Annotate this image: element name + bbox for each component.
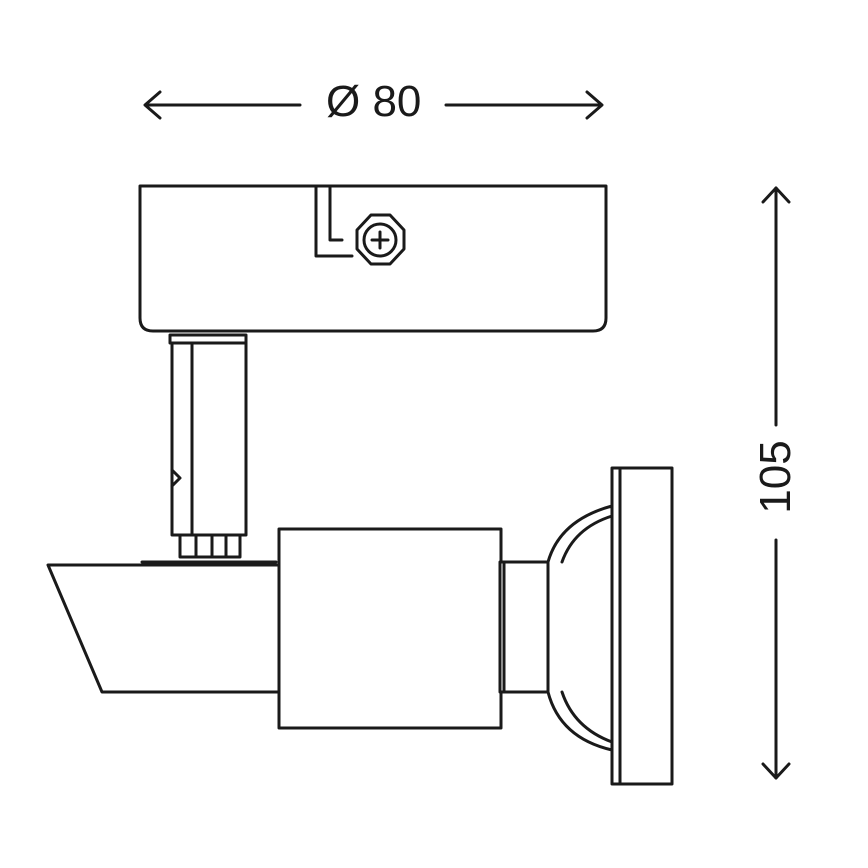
lamp-body [277, 527, 503, 730]
lamp-neck [498, 560, 552, 694]
front-shade [46, 563, 282, 694]
width-dimension-arrow [143, 90, 604, 120]
screw-icon [355, 213, 406, 266]
bulb-reflector [546, 504, 614, 752]
height-dimension-label: 105 [751, 434, 800, 520]
height-dimension-arrow [761, 186, 791, 780]
width-dimension-label: Ø 80 [320, 80, 428, 124]
rear-cap [610, 466, 674, 786]
support-stem [168, 333, 248, 537]
stem-nut [178, 533, 242, 559]
